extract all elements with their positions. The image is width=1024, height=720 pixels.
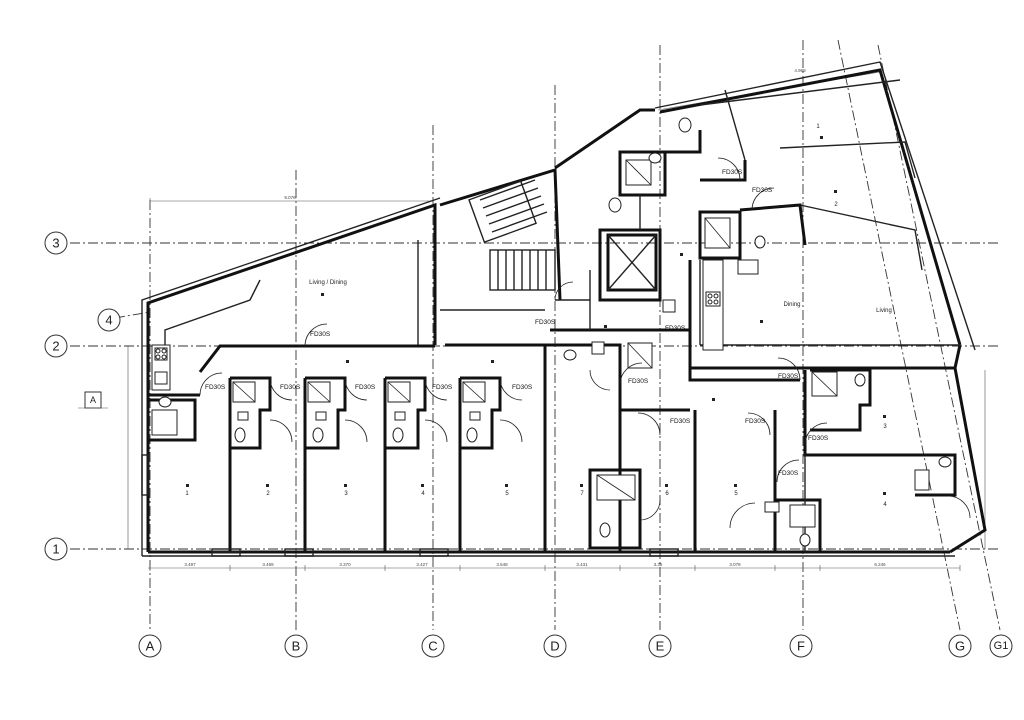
row-bubble-3: 3 — [52, 236, 59, 251]
svg-text:3.497: 3.497 — [184, 562, 196, 567]
fire-door-tag: FD30S — [745, 418, 766, 425]
svg-text:4.969: 4.969 — [794, 68, 806, 73]
room-dining: Dining — [783, 302, 800, 308]
outer-walls — [141, 61, 987, 557]
internal-walls — [148, 130, 960, 552]
fire-door-tag: FD30S — [670, 418, 691, 425]
fire-door-tag: FD30S — [512, 384, 533, 391]
fire-door-tag: FD30S — [778, 470, 799, 477]
top-unit-1: 1 — [816, 124, 820, 130]
unit-1: 1 — [185, 491, 189, 497]
grid-lines — [70, 39, 1001, 631]
svg-text:3.431: 3.431 — [576, 562, 588, 567]
row-bubbles: 3 2 1 4 — [44, 231, 121, 561]
svg-text:3.548: 3.548 — [496, 562, 508, 567]
room-labels: Living / Dining Dining Living 1 2 3 4 5 … — [185, 124, 892, 508]
fire-door-tag: FD30S — [432, 384, 453, 391]
lift-shaft — [606, 233, 658, 292]
fire-door-tag: FD30S — [752, 187, 773, 194]
fire-door-tag: FD30S — [665, 325, 686, 332]
room-living-dining: Living / Dining — [309, 280, 347, 286]
fire-door-tag: FD30S — [205, 384, 226, 391]
col-bubble-g: G — [955, 639, 965, 654]
unit-5-east: 5 — [734, 491, 738, 497]
col-bubble-f: F — [797, 639, 805, 654]
staircase — [468, 179, 556, 291]
svg-text:3.469: 3.469 — [262, 562, 274, 567]
unit-3-east: 3 — [883, 424, 887, 430]
dimension-lines: 3.497 3.469 3.370 3.427 3.548 3.431 3.36… — [127, 68, 986, 571]
column-bubbles: A B C D E F G G1 — [138, 634, 1013, 658]
fire-door-tag: FD30S — [280, 384, 301, 391]
col-bubble-b: B — [292, 639, 301, 654]
section-marker-label: A — [90, 395, 96, 405]
unit-5: 5 — [505, 491, 509, 497]
svg-text:6.246: 6.246 — [874, 562, 886, 567]
windows — [141, 454, 679, 557]
row-bubble-4: 4 — [105, 313, 112, 328]
room-living: Living — [876, 308, 892, 314]
kitchen-units — [151, 259, 759, 391]
col-bubble-e: E — [656, 639, 665, 654]
svg-text:3.427: 3.427 — [416, 562, 428, 567]
unit-4-east: 4 — [883, 502, 887, 508]
bathroom-fixtures — [151, 117, 952, 547]
fire-door-labels: FD30S FD30S FD30S FD30S FD30S FD30S FD30… — [205, 169, 829, 477]
unit-7: 7 — [580, 491, 584, 497]
fire-door-tag: FD30S — [808, 435, 829, 442]
fire-door-tag: FD30S — [722, 169, 743, 176]
fire-door-tag: FD30S — [355, 384, 376, 391]
top-unit-2: 2 — [834, 202, 838, 208]
svg-text:9.076: 9.076 — [284, 195, 296, 200]
unit-4: 4 — [421, 491, 425, 497]
row-bubble-1: 1 — [52, 542, 59, 557]
svg-text:3.078: 3.078 — [729, 562, 741, 567]
col-bubble-g1: G1 — [994, 640, 1009, 652]
fire-door-tag: FD30S — [535, 319, 556, 326]
unit-2: 2 — [266, 491, 270, 497]
unit-3: 3 — [344, 491, 348, 497]
col-bubble-a: A — [146, 639, 155, 654]
row-bubble-2: 2 — [52, 339, 59, 354]
col-bubble-d: D — [550, 639, 559, 654]
svg-text:3.36: 3.36 — [654, 562, 663, 567]
svg-text:3.370: 3.370 — [339, 562, 351, 567]
col-bubble-c: C — [428, 639, 437, 654]
room-markers — [186, 136, 886, 495]
fire-door-tag: FD30S — [310, 331, 331, 338]
fire-door-tag: FD30S — [778, 373, 799, 380]
fire-door-tag: FD30S — [628, 378, 649, 385]
door-swings — [199, 157, 971, 529]
unit-6: 6 — [665, 491, 669, 497]
section-marker: A — [78, 391, 108, 409]
